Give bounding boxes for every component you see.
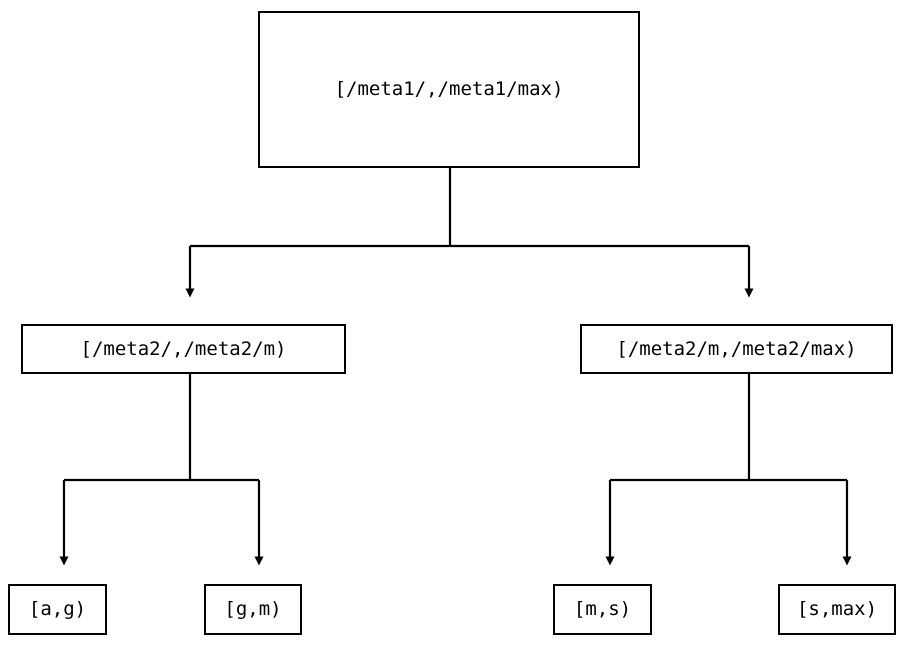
node-root-label: [/meta1/,/meta1/max) xyxy=(334,78,564,100)
node-leaf-ag-label: [a,g) xyxy=(28,598,87,620)
edge-mid-left-to-children xyxy=(59,374,264,566)
node-root[interactable]: [/meta1/,/meta1/max) xyxy=(258,11,640,168)
edge-mid-right-to-children xyxy=(605,374,852,566)
node-leaf-smax[interactable]: [s,max) xyxy=(778,584,896,635)
node-mid-left-label: [/meta2/,/meta2/m) xyxy=(80,337,287,360)
node-leaf-ag[interactable]: [a,g) xyxy=(8,584,107,635)
node-mid-right-label: [/meta2/m,/meta2/max) xyxy=(616,337,857,360)
node-mid-right[interactable]: [/meta2/m,/meta2/max) xyxy=(580,324,893,374)
edge-root-to-children xyxy=(185,168,754,298)
node-leaf-gm-label: [g,m) xyxy=(224,598,282,620)
node-leaf-smax-label: [s,max) xyxy=(796,598,878,620)
node-mid-left[interactable]: [/meta2/,/meta2/m) xyxy=(21,324,346,374)
node-leaf-ms[interactable]: [m,s) xyxy=(553,584,652,635)
node-leaf-ms-label: [m,s) xyxy=(573,598,632,620)
node-leaf-gm[interactable]: [g,m) xyxy=(204,584,302,635)
